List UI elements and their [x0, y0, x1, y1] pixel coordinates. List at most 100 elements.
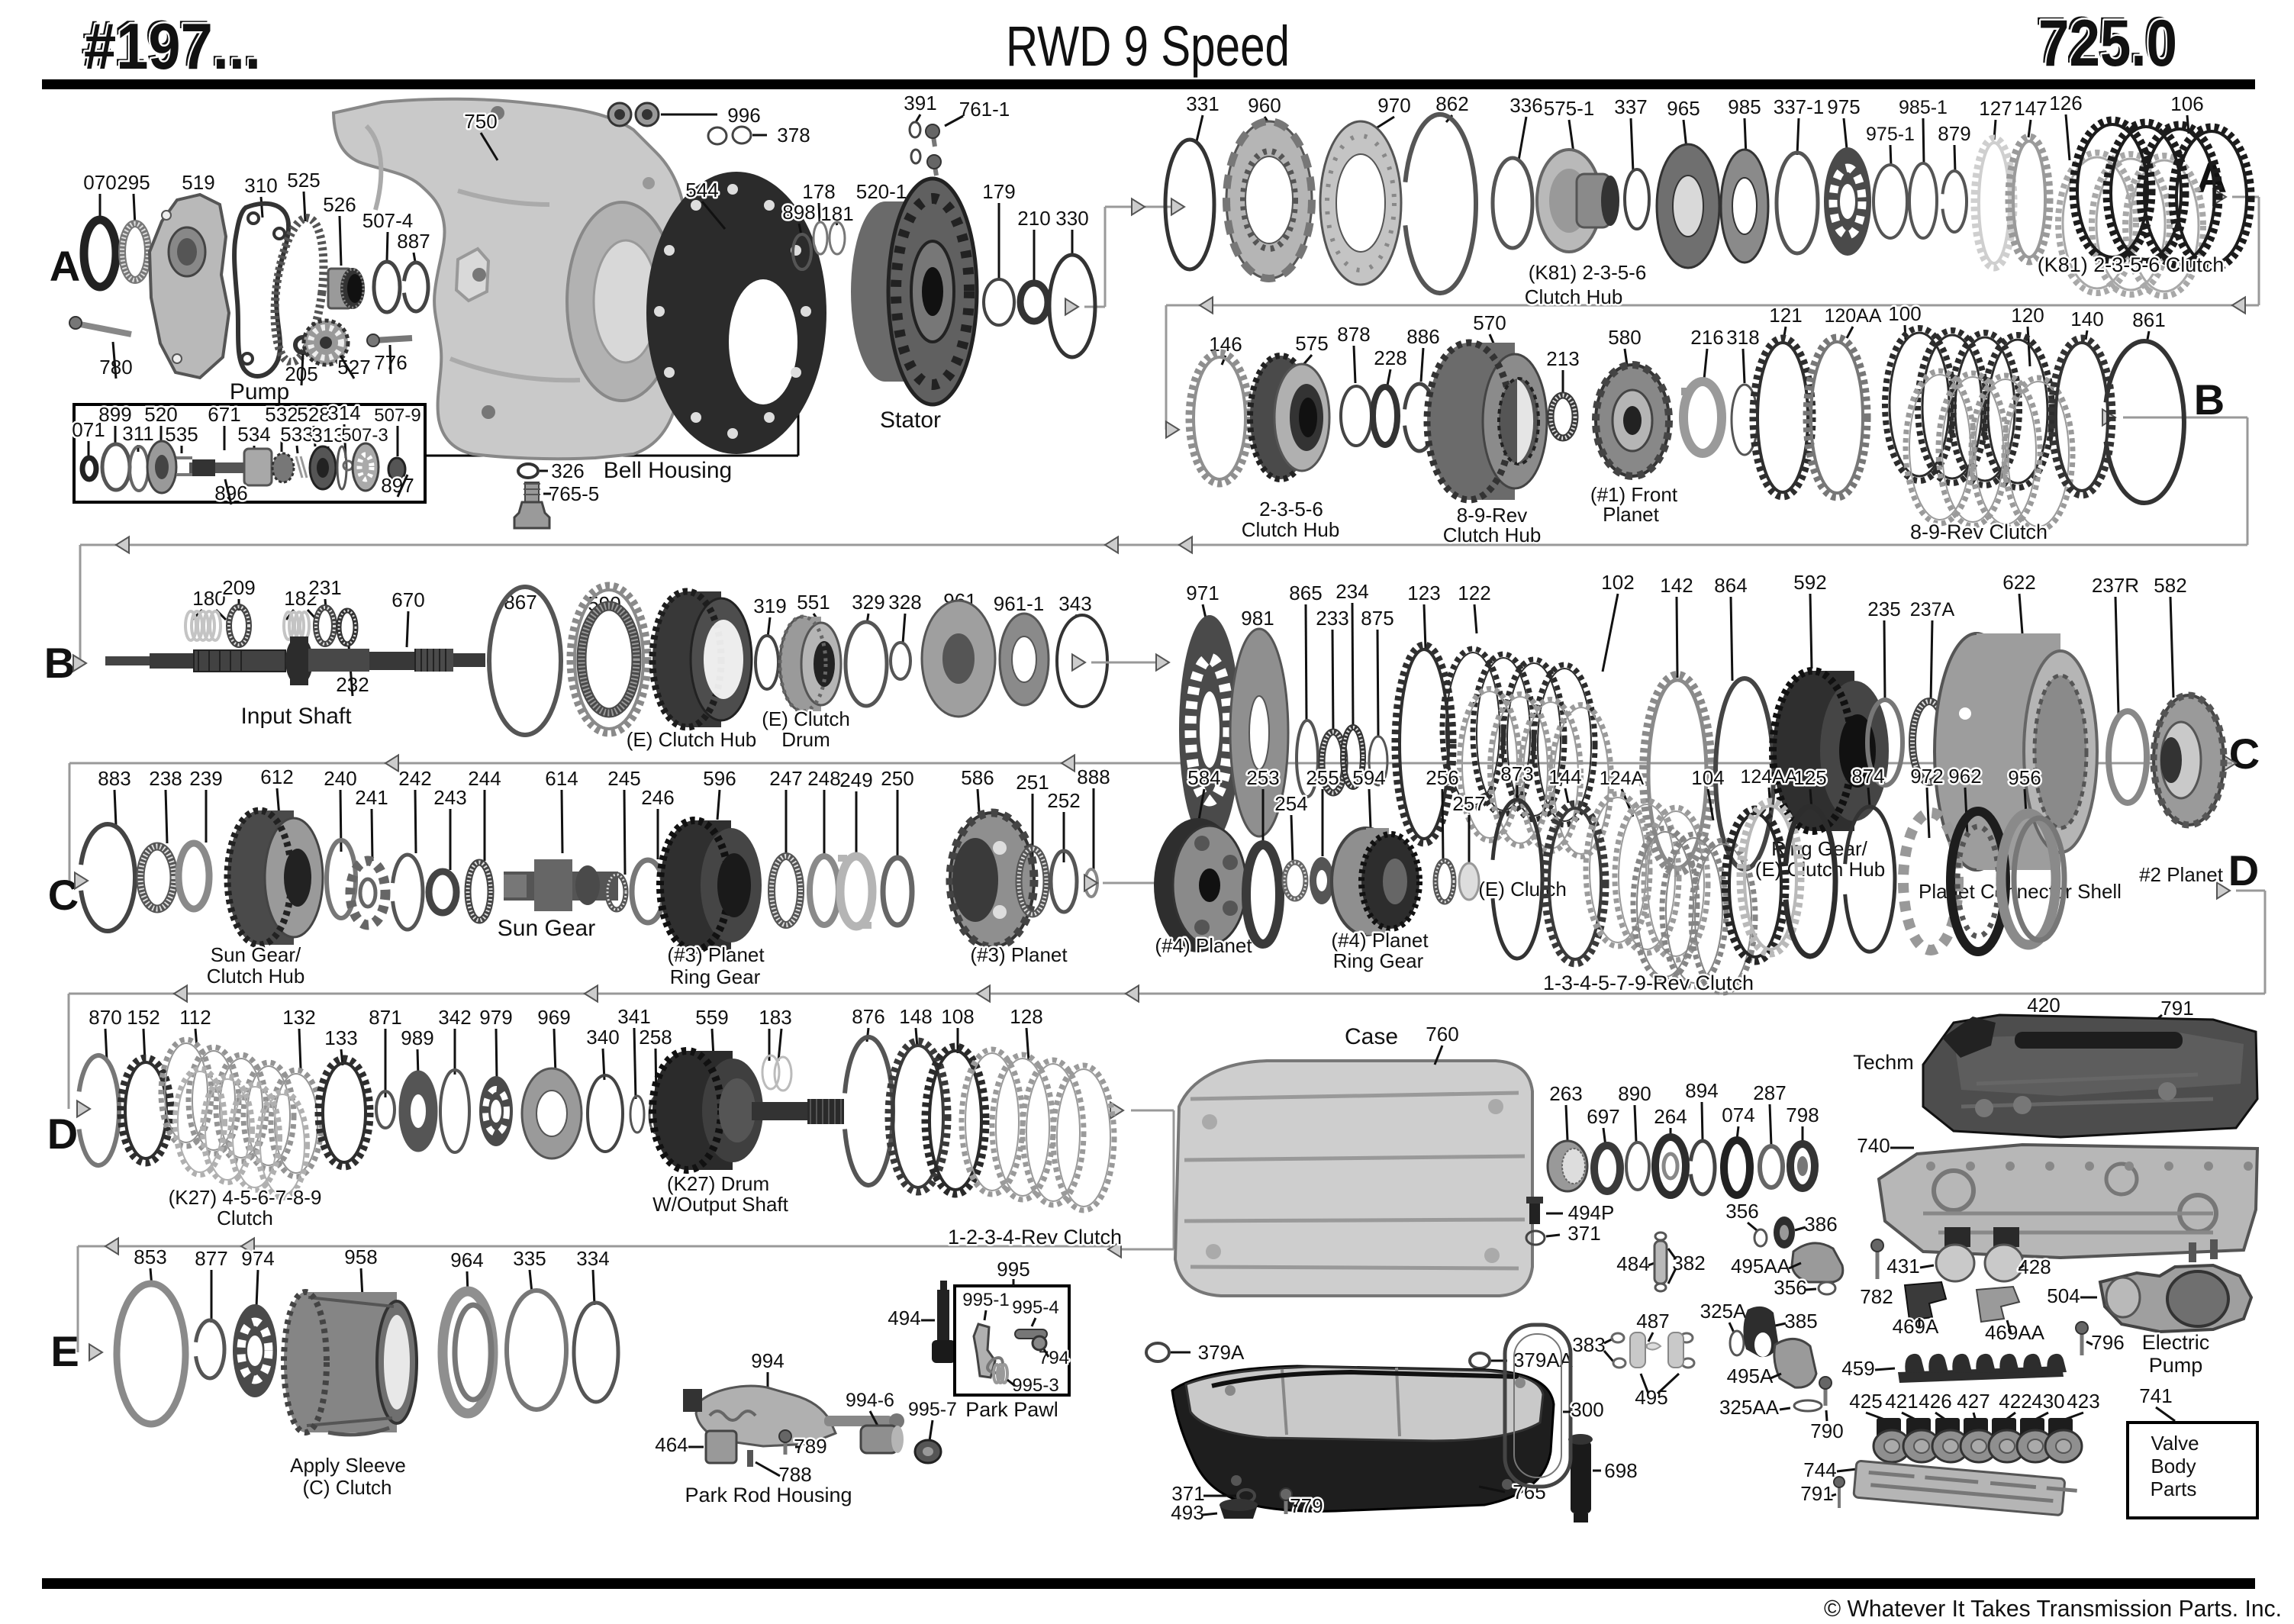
svg-text:974: 974 [241, 1247, 274, 1270]
svg-text:469A: 469A [1893, 1315, 1939, 1338]
svg-text:(E) Clutch: (E) Clutch [1478, 878, 1567, 901]
svg-text:493: 493 [1171, 1501, 1203, 1524]
svg-text:1-2-3-4-Rev Clutch: 1-2-3-4-Rev Clutch [948, 1226, 1122, 1249]
svg-text:791: 791 [2160, 997, 2193, 1020]
svg-text:504: 504 [2047, 1284, 2080, 1307]
svg-text:Valve: Valve [2151, 1432, 2199, 1455]
svg-text:528: 528 [297, 403, 330, 426]
svg-text:894: 894 [1685, 1079, 1718, 1102]
svg-text:210: 210 [1017, 207, 1050, 230]
svg-text:Pump: Pump [2149, 1354, 2203, 1377]
svg-text:314: 314 [327, 401, 360, 424]
svg-text:Ring Gear: Ring Gear [1333, 949, 1424, 972]
svg-text:120AA: 120AA [1824, 305, 1881, 327]
svg-text:533: 533 [280, 423, 313, 446]
svg-text:520: 520 [144, 403, 177, 426]
svg-text:883: 883 [98, 767, 130, 790]
svg-text:246: 246 [641, 786, 674, 809]
svg-text:532: 532 [265, 403, 298, 426]
svg-text:1-3-4-5-7-9-Rev Clutch: 1-3-4-5-7-9-Rev Clutch [1543, 972, 1754, 994]
svg-text:873: 873 [1500, 762, 1533, 785]
svg-text:575: 575 [1295, 332, 1328, 355]
svg-text:B: B [44, 639, 75, 687]
svg-text:E: E [50, 1327, 79, 1375]
svg-text:Clutch Hub: Clutch Hub [1525, 285, 1623, 308]
svg-text:8-9-Rev: 8-9-Rev [1457, 504, 1527, 527]
svg-text:580: 580 [1608, 326, 1641, 349]
svg-text:575-1: 575-1 [1544, 97, 1595, 120]
svg-text:(K27) Drum: (K27) Drum [667, 1172, 769, 1195]
svg-text:897: 897 [381, 474, 414, 497]
svg-text:253: 253 [1246, 766, 1279, 789]
svg-text:122: 122 [1458, 582, 1490, 604]
svg-text:336: 336 [1509, 94, 1542, 117]
svg-text:698: 698 [1604, 1459, 1637, 1482]
svg-text:133: 133 [324, 1026, 357, 1049]
svg-text:995: 995 [997, 1258, 1029, 1281]
svg-text:551: 551 [797, 591, 830, 614]
svg-text:213: 213 [1546, 347, 1579, 370]
svg-text:120: 120 [2011, 304, 2044, 327]
svg-text:886: 886 [1406, 325, 1439, 348]
svg-text:(E) Clutch Hub: (E) Clutch Hub [1755, 858, 1886, 881]
svg-text:228: 228 [1374, 346, 1406, 369]
svg-text:962: 962 [1948, 765, 1981, 788]
svg-text:(K81) 2-3-5-6 Clutch: (K81) 2-3-5-6 Clutch [2038, 253, 2225, 276]
svg-text:790: 790 [1810, 1419, 1843, 1442]
svg-text:994-6: 994-6 [846, 1390, 894, 1411]
svg-text:121: 121 [1769, 304, 1802, 327]
svg-text:8-9-Rev Clutch: 8-9-Rev Clutch [1910, 520, 2048, 543]
svg-text:152: 152 [127, 1006, 159, 1029]
svg-text:970: 970 [1377, 94, 1410, 117]
svg-text:A: A [50, 242, 80, 290]
svg-text:326: 326 [551, 459, 584, 482]
svg-text:765-5: 765-5 [549, 482, 600, 505]
svg-text:334: 334 [576, 1247, 609, 1270]
svg-text:Clutch Hub: Clutch Hub [1443, 524, 1542, 546]
svg-text:761-1: 761-1 [959, 98, 1010, 121]
svg-text:100: 100 [1888, 302, 1921, 325]
svg-text:796: 796 [2091, 1331, 2124, 1354]
svg-text:247: 247 [769, 767, 802, 790]
svg-text:240: 240 [324, 767, 356, 790]
svg-text:535: 535 [165, 423, 198, 446]
svg-text:142: 142 [1660, 574, 1693, 597]
svg-text:179: 179 [982, 180, 1015, 203]
svg-text:507-9: 507-9 [374, 405, 420, 426]
svg-text:RWD 9 Speed: RWD 9 Speed [1006, 14, 1290, 78]
svg-text:874: 874 [1851, 765, 1884, 788]
svg-text:995-3: 995-3 [1012, 1375, 1058, 1396]
svg-text:534: 534 [237, 423, 270, 446]
svg-text:Sun Gear: Sun Gear [498, 916, 595, 941]
svg-text:594: 594 [1352, 766, 1385, 789]
svg-text:371: 371 [1171, 1482, 1204, 1505]
svg-text:340: 340 [586, 1026, 619, 1049]
svg-text:464: 464 [655, 1433, 688, 1456]
svg-text:430: 430 [2031, 1390, 2064, 1413]
svg-text:070: 070 [83, 171, 116, 194]
svg-text:329: 329 [852, 591, 884, 614]
svg-text:995-7: 995-7 [908, 1399, 957, 1420]
svg-text:994: 994 [751, 1349, 784, 1372]
svg-text:108: 108 [941, 1005, 974, 1028]
svg-text:255: 255 [1306, 766, 1339, 789]
svg-text:427: 427 [1957, 1390, 1990, 1413]
svg-text:243: 243 [433, 786, 466, 809]
svg-text:183: 183 [759, 1006, 791, 1029]
svg-text:D: D [47, 1110, 78, 1158]
svg-text:244: 244 [468, 767, 501, 790]
svg-text:865: 865 [1289, 582, 1322, 604]
svg-text:Body: Body [2151, 1455, 2196, 1477]
svg-text:671: 671 [208, 403, 240, 426]
svg-text:Parts: Parts [2151, 1477, 2197, 1500]
svg-text:379AA: 379AA [1513, 1348, 1574, 1371]
svg-text:382: 382 [1672, 1252, 1705, 1274]
svg-text:148: 148 [899, 1005, 932, 1028]
svg-text:584: 584 [1187, 766, 1220, 789]
svg-text:126: 126 [2049, 92, 2082, 114]
svg-text:861: 861 [2132, 308, 2165, 331]
svg-text:263: 263 [1549, 1082, 1582, 1105]
svg-text:330: 330 [1055, 207, 1088, 230]
svg-text:Clutch Hub: Clutch Hub [207, 965, 305, 988]
svg-text:864: 864 [1714, 574, 1747, 597]
